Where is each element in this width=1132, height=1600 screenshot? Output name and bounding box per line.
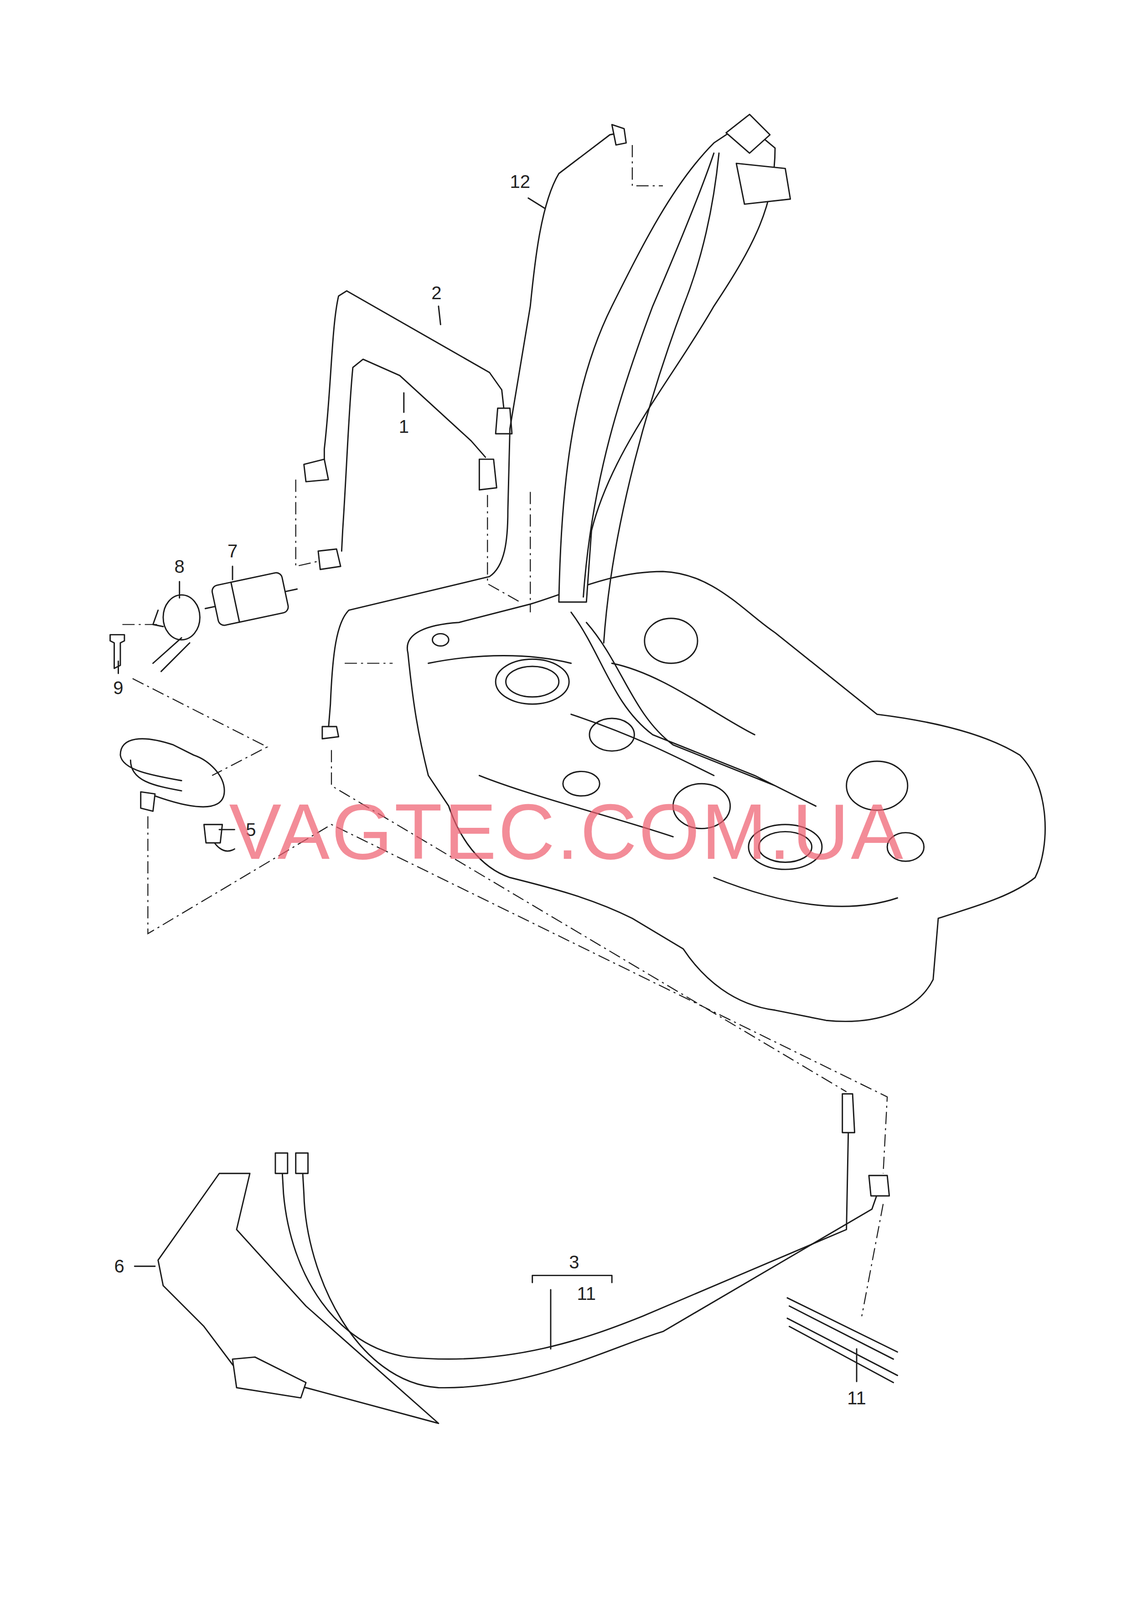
underbody-line: [281, 1121, 849, 1359]
leader-line: [118, 197, 857, 1381]
clamp-tab: [153, 609, 191, 672]
pump-flange: [495, 658, 569, 704]
filter-nipple: [284, 589, 297, 592]
callout-number: 11: [576, 1283, 596, 1303]
callout-number: 1: [398, 417, 409, 436]
callout-number: 6: [114, 1256, 125, 1275]
vent-connector: [322, 124, 627, 739]
callout-number: 3: [568, 1252, 579, 1271]
callout-number: 9: [113, 678, 124, 697]
filter-nipple: [205, 606, 216, 609]
filler-bracket: [736, 163, 791, 204]
hose-connector: [140, 791, 223, 843]
bracket-clip: [232, 1356, 306, 1397]
callout-number: 2: [431, 283, 442, 302]
filter-clamp: [163, 594, 201, 640]
fuel-line: [341, 359, 486, 552]
callout-number: 7: [227, 541, 238, 560]
callout-number: 11: [847, 1388, 867, 1407]
assembly-line: [122, 144, 888, 1316]
tank-hole: [432, 633, 449, 646]
underbody-line: [301, 1157, 879, 1387]
vent-line: [583, 153, 720, 643]
fuel-filter: [211, 571, 290, 626]
filler-cap: [726, 114, 771, 154]
hose: [120, 738, 235, 851]
watermark: VAGTEC.COM.UA: [229, 791, 905, 871]
pump-flange-inner: [506, 666, 559, 697]
vent-hose: [328, 132, 621, 730]
line-end: [275, 1093, 890, 1196]
filter-band: [231, 582, 240, 623]
line-bracket: [158, 1173, 439, 1423]
tank-hole: [589, 718, 635, 751]
tank-hole: [644, 618, 698, 663]
bracket: [532, 1274, 612, 1282]
callout-number: 8: [174, 557, 185, 576]
screw: [110, 634, 125, 669]
callout-number: 12: [510, 172, 531, 191]
tank-lines: [571, 611, 817, 806]
cable-tie: [787, 1297, 898, 1383]
line-connector: [318, 459, 497, 570]
